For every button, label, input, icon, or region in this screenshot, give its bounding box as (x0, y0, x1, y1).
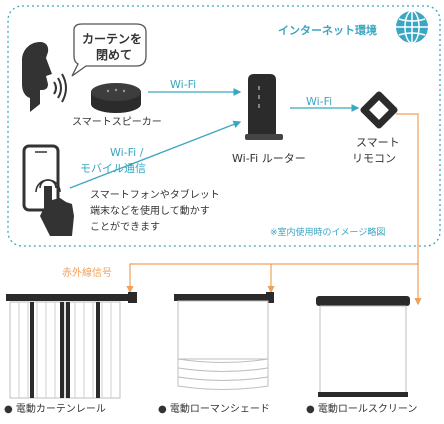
speech-line-2: 閉めて (96, 48, 133, 62)
phone-desc-line-1: スマートフォンやタブレット (90, 190, 220, 201)
infrared-label: 赤外線信号 (62, 268, 112, 279)
hand-tap-icon (35, 179, 74, 236)
phone-desc-line-3: ことができます (90, 222, 160, 233)
device-label-roller-screen: ● 電動ロールスクリーン (306, 404, 418, 415)
speech-line-1: カーテンを (82, 32, 143, 46)
internet-environment-boundary (7, 5, 441, 247)
mobile-arrow-phone-router (69, 120, 242, 189)
wifi-label-router: Wi-Fi (306, 95, 333, 108)
wifi-label-speaker: Wi-Fi (170, 78, 197, 91)
person-speaking-icon (22, 42, 67, 112)
phone-desc-line-2: 端末などを使用して動かす (90, 206, 210, 217)
curtain-rail-icon (6, 292, 137, 399)
device-label-curtain-rail: ● 電動カーテンレール (4, 404, 106, 415)
mobile-label-line-2: モバイル通信 (80, 162, 146, 175)
remote-label-line-2: リモコン (352, 152, 396, 165)
speech-bubble (71, 23, 147, 77)
roman-shade-icon (174, 292, 274, 390)
smart-speaker-icon (91, 83, 141, 113)
globe-icon (396, 10, 428, 44)
smart-speaker-label: スマートスピーカー (72, 117, 162, 128)
router-label: Wi-Fi ルーター (232, 152, 306, 165)
diagram-note: ※室内使用時のイメージ略図 (270, 228, 386, 238)
internet-environment-label: インターネット環境 (278, 24, 377, 37)
roller-screen-icon (316, 296, 410, 397)
mobile-label-line-1: Wi-Fi / (110, 146, 144, 159)
remote-label-line-1: スマート (356, 136, 400, 149)
wifi-router-icon (245, 74, 283, 140)
device-label-roman-shade: ● 電動ローマンシェード (158, 404, 270, 415)
smart-remote-icon (360, 91, 398, 129)
